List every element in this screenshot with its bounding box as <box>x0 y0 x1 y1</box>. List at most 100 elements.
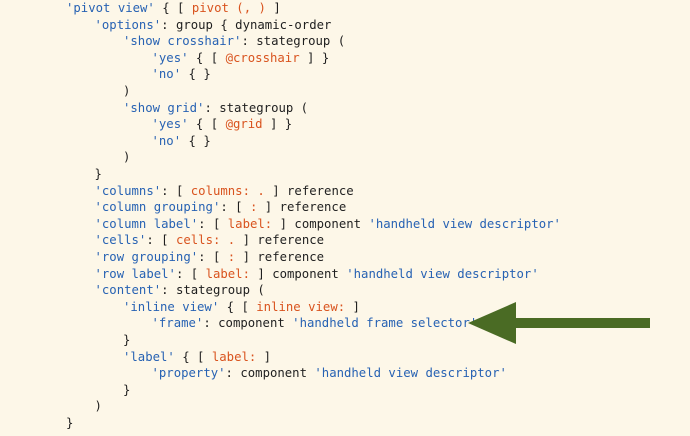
string-token: 'show grid' <box>123 100 205 115</box>
keyword-token: columns: . <box>190 183 265 198</box>
string-token: 'handheld view descriptor' <box>314 366 507 381</box>
string-token: 'yes' <box>151 50 189 65</box>
plain-token: ] reference <box>264 183 354 198</box>
arrow-head <box>468 302 516 344</box>
string-token: 'options' <box>94 17 162 32</box>
plain-token: } <box>66 416 74 430</box>
code-line: 'property': component 'handheld view des… <box>152 365 507 381</box>
plain-token: } <box>123 333 131 347</box>
keyword-token: @crosshair <box>225 50 300 65</box>
string-token: 'cells' <box>94 233 147 248</box>
plain-token: : stategroup ( <box>204 100 309 115</box>
keyword-token: cells: . <box>175 233 236 248</box>
plain-token: { } <box>181 133 211 148</box>
code-line: 'frame': component 'handheld frame selec… <box>152 315 478 331</box>
plain-token: ) <box>123 150 131 165</box>
keyword-token: label: <box>205 266 250 281</box>
code-line: } <box>123 382 130 398</box>
plain-token: ] } <box>262 117 293 132</box>
code-line: } <box>66 415 73 431</box>
string-token: 'yes' <box>151 117 189 132</box>
plain-token: ] reference <box>235 233 325 248</box>
plain-token: { } <box>181 67 211 82</box>
keyword-token: : <box>227 250 236 264</box>
arrow-left-icon <box>468 302 650 344</box>
string-token: 'no' <box>151 67 182 82</box>
string-token: 'handheld view descriptor' <box>368 216 561 231</box>
string-token: 'row label' <box>94 266 176 281</box>
string-token: 'row grouping' <box>94 250 199 264</box>
string-token: 'label' <box>123 349 175 364</box>
code-line: ) <box>123 83 130 99</box>
string-token: 'column label' <box>94 216 199 231</box>
plain-token: ] <box>256 349 272 364</box>
plain-token: : component <box>225 366 315 381</box>
code-line: 'show crosshair': stategroup ( <box>123 33 345 49</box>
plain-token: : stategroup ( <box>161 283 265 298</box>
keyword-token: : <box>249 200 258 215</box>
string-token: 'property' <box>151 366 226 381</box>
string-token: 'handheld frame selector' <box>292 316 478 331</box>
code-line: 'column grouping': [ : ] reference <box>95 199 347 215</box>
keyword-token: inline view: <box>256 299 346 314</box>
plain-token: { [ <box>188 50 226 65</box>
keyword-token: label: <box>211 349 257 364</box>
plain-token: { [ <box>188 117 226 132</box>
plain-token: : [ <box>220 200 250 215</box>
plain-token: : stategroup ( <box>241 34 346 49</box>
plain-token: { [ <box>154 1 192 15</box>
code-line: 'row label': [ label: ] component 'handh… <box>95 266 539 282</box>
plain-token: : [ <box>198 216 228 231</box>
string-token: 'no' <box>151 133 182 148</box>
plain-token: : [ <box>161 183 191 198</box>
string-token: 'frame' <box>151 316 204 331</box>
code-line: 'no' { } <box>152 133 211 149</box>
plain-token: ) <box>94 399 102 414</box>
code-line: 'column label': [ label: ] component 'ha… <box>95 216 561 232</box>
plain-token: ] reference <box>257 200 347 215</box>
keyword-token: pivot (, ) <box>191 1 266 15</box>
keyword-token: label: <box>227 216 273 231</box>
code-line: 'options': group { dynamic-order <box>95 17 332 33</box>
plain-token: : group { dynamic-order <box>161 17 332 32</box>
code-line: } <box>95 166 102 182</box>
string-token: 'content' <box>94 283 162 298</box>
code-line: 'columns': [ columns: . ] reference <box>95 183 354 199</box>
string-token: 'inline view' <box>123 299 220 314</box>
string-token: 'column grouping' <box>94 200 221 215</box>
code-line: ) <box>123 149 130 165</box>
plain-token: ] <box>265 1 281 15</box>
plain-token: } <box>123 382 131 397</box>
code-line: 'cells': [ cells: . ] reference <box>95 232 325 248</box>
string-token: 'pivot view' <box>66 1 155 15</box>
plain-token: ] reference <box>235 250 325 264</box>
arrow-shaft <box>516 318 650 328</box>
string-token: 'show crosshair' <box>123 34 242 49</box>
plain-token: ] component <box>249 266 347 281</box>
code-line: ) <box>95 398 102 414</box>
plain-token: : [ <box>198 250 228 264</box>
plain-token: : component <box>203 316 293 331</box>
keyword-token: @grid <box>225 117 263 132</box>
code-line: 'show grid': stategroup ( <box>123 100 308 116</box>
code-line: 'no' { } <box>152 66 211 82</box>
plain-token: } <box>94 167 102 181</box>
plain-token: ) <box>123 84 131 98</box>
string-token: 'columns' <box>94 183 162 198</box>
plain-token: ] component <box>272 216 369 231</box>
string-token: 'handheld view descriptor' <box>346 266 539 281</box>
code-line: 'label' { [ label: ] <box>123 349 271 365</box>
plain-token: { [ <box>219 299 257 314</box>
code-line: 'row grouping': [ : ] reference <box>95 249 325 265</box>
code-line: 'inline view' { [ inline view: ] <box>123 299 360 315</box>
plain-token: : [ <box>175 266 206 281</box>
code-line: 'yes' { [ @crosshair ] } <box>152 50 330 66</box>
code-line: 'pivot view' { [ pivot (, ) ] <box>66 0 281 16</box>
plain-token: { [ <box>174 349 212 364</box>
code-line: } <box>123 332 130 348</box>
plain-token: ] <box>345 299 360 314</box>
code-line: 'content': stategroup ( <box>95 282 265 298</box>
code-line: 'yes' { [ @grid ] } <box>152 116 293 132</box>
plain-token: ] } <box>299 50 330 65</box>
